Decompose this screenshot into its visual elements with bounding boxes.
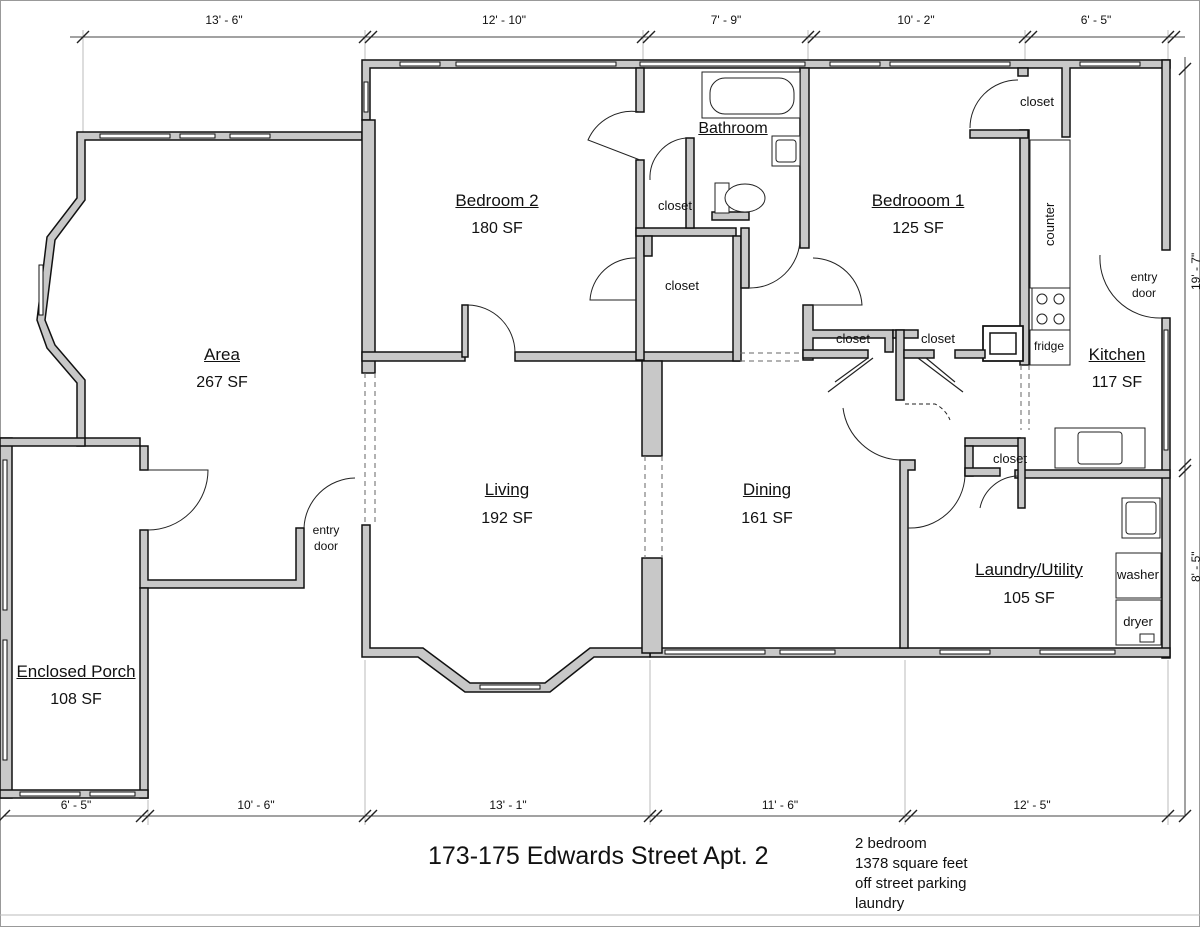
wall-porch-top (0, 437, 86, 447)
fixtures (701, 71, 1162, 646)
stove (1031, 287, 1071, 331)
dimension-bottom-5: 12' - 5" (1013, 798, 1051, 812)
room-name-porch: Enclosed Porch (16, 662, 136, 682)
room-area-bedroom1: 125 SF (892, 220, 944, 237)
room-name-kitchen: Kitchen (1088, 345, 1146, 364)
wall-living-bay (361, 524, 651, 693)
dimension-right-1: 19' - 7" (1189, 252, 1200, 290)
room-area-dining: 161 SF (741, 510, 793, 527)
dimension-bottom-3: 13' - 1" (489, 798, 527, 812)
dimension-top-2: 12' - 10" (482, 13, 526, 27)
windows (2, 61, 1169, 797)
room-name-bathroom: Bathroom (698, 120, 768, 137)
room-area-area: 267 SF (196, 374, 248, 391)
washer (1115, 552, 1162, 599)
fridge-label: fridge (1033, 339, 1065, 353)
fridge (1029, 329, 1071, 366)
wall-bedroom2-left (361, 119, 376, 374)
dimension-top-1: 13' - 6" (205, 13, 243, 27)
dimension-bottom-4: 11' - 6" (761, 798, 799, 812)
wall-right-upper (1161, 59, 1171, 251)
dimension-bottom-2: 10' - 6" (237, 798, 275, 812)
wall-right-lower (1161, 317, 1171, 659)
wall-area-lower (139, 527, 305, 589)
note-square-feet: 1378 square feet (855, 855, 968, 872)
room-area-living: 192 SF (481, 510, 533, 527)
openings (364, 352, 1030, 558)
toilet-bowl (724, 183, 766, 213)
note-bedrooms: 2 bedroom (855, 835, 927, 852)
room-name-area: Area (204, 345, 240, 364)
dryer (1115, 599, 1162, 646)
washer-label: washer (1117, 567, 1159, 582)
column-lower (641, 557, 663, 654)
note-parking: off street parking (855, 875, 967, 892)
closet-label-laundry: closet (993, 451, 1027, 466)
room-name-dining: Dining (742, 480, 792, 499)
room-name-bedroom2: Bedroom 2 (455, 191, 539, 210)
closet-label-hall-1: closet (836, 331, 870, 346)
plan-title: 173-175 Edwards Street Apt. 2 (428, 842, 769, 870)
closet-label-bathroom: closet (658, 198, 692, 213)
dimension-top-5: 6' - 5" (1080, 13, 1112, 27)
room-area-kitchen: 117 SF (1091, 374, 1143, 391)
dimension-bottom-1: 6' - 5" (60, 798, 92, 812)
room-area-porch: 108 SF (50, 691, 102, 708)
area-entry-label-1: entry (312, 523, 340, 537)
column-upper (641, 360, 663, 457)
room-name-bedroom1: Bedrooom 1 (871, 191, 965, 210)
dimension-right-2: 8' - 5" (1189, 551, 1200, 582)
area-entry-label-2: door (313, 539, 339, 553)
kitchen-entry-label-1: entry (1130, 270, 1158, 284)
dimension-top-4: 10' - 2" (897, 13, 935, 27)
doors (147, 79, 1163, 531)
dimension-top-3: 7' - 9" (710, 13, 742, 27)
room-area-laundry: 105 SF (1003, 590, 1055, 607)
closet-label-bedroom2: closet (665, 278, 699, 293)
room-name-living: Living (484, 480, 530, 499)
counter-label: counter (1042, 202, 1057, 246)
dimension-lines (0, 30, 1192, 825)
closet-label-bedroom1: closet (1020, 94, 1054, 109)
closet-label-hall-2: closet (921, 331, 955, 346)
room-name-laundry: Laundry/Utility (975, 560, 1083, 579)
wall-area-bay (36, 131, 363, 471)
note-laundry: laundry (855, 895, 905, 912)
walls (0, 59, 1171, 799)
dryer-label: dryer (1123, 614, 1153, 629)
room-area-bedroom2: 180 SF (471, 220, 523, 237)
kitchen-entry-label-2: door (1131, 286, 1157, 300)
wall-porch-right (139, 587, 149, 799)
